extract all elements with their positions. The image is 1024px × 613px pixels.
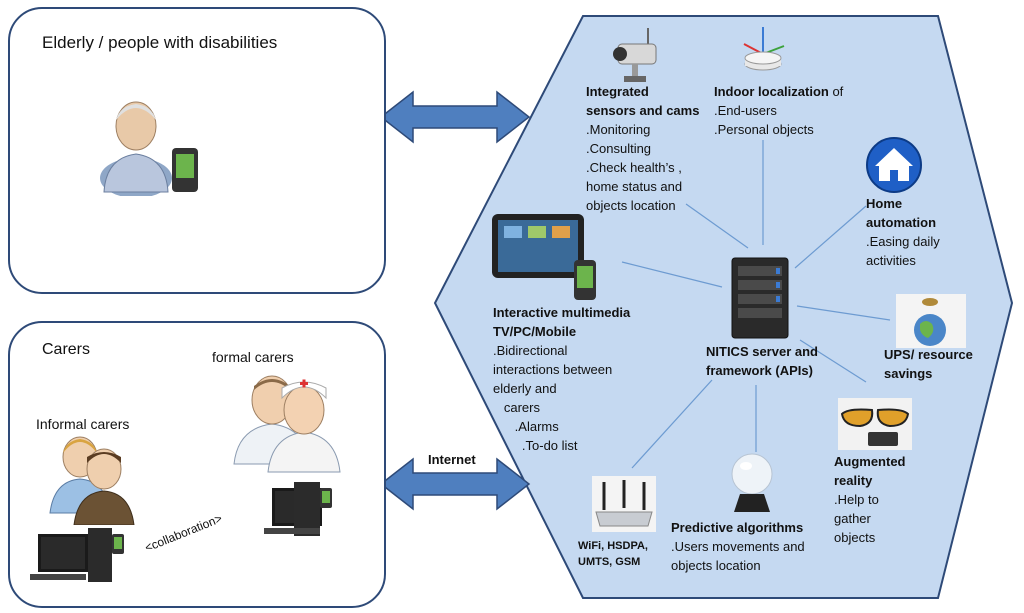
multimedia-block: Interactive multimedia TV/PC/Mobile .Bid… (493, 303, 630, 455)
formal-pc-icon (264, 482, 332, 536)
multimedia-item: .Alarms (493, 419, 559, 434)
tablet-icon (492, 214, 596, 300)
hub-spokes (621, 140, 891, 469)
home-item: activities (866, 253, 916, 268)
localization-title: Indoor localization (714, 84, 829, 99)
sensors-item: .Monitoring (586, 122, 651, 137)
server-label: NITICS server and framework (APIs) (706, 342, 818, 380)
localization-block: Indoor localization of .End-users .Perso… (714, 82, 843, 139)
sensors-item: home status and (586, 179, 683, 194)
multimedia-title-2: TV/PC/Mobile (493, 324, 577, 339)
elderly-title: Elderly / people with disabilities (42, 33, 278, 52)
predictive-item: objects location (671, 558, 761, 573)
formal-carers-icon (233, 375, 341, 473)
wifi-label-2: UMTS, GSM (578, 556, 641, 568)
ups-title-1: UPS/ resource (884, 347, 973, 362)
predictive-item: .Users movements and (671, 539, 805, 554)
elderly-user-icon (100, 101, 198, 196)
server-label-1: NITICS server and (706, 344, 818, 359)
ar-title-2: reality (834, 473, 873, 488)
home-title-2: automation (866, 215, 937, 230)
wifi-label-1: WiFi, HSDPA, (578, 540, 648, 552)
sensors-title-1: Integrated (586, 84, 649, 99)
double-arrow-top (379, 90, 531, 144)
ups-block: UPS/ resource savings (884, 345, 973, 383)
server-label-2: framework (APIs) (706, 363, 813, 378)
double-arrow-internet (379, 457, 531, 511)
ar-item: objects (834, 530, 876, 545)
sensors-item: objects location (586, 198, 676, 213)
multimedia-item: .Bidirectional (493, 343, 568, 358)
formal-carers-label: formal carers (212, 349, 294, 365)
multimedia-title-1: Interactive multimedia (493, 305, 631, 320)
home-title-1: Home (866, 196, 903, 211)
sensors-block: Integrated sensors and cams .Monitoring … (586, 82, 699, 215)
home-icon (866, 137, 922, 193)
ups-title-2: savings (884, 366, 933, 381)
predictive-title: Predictive algorithms (671, 520, 804, 535)
ar-title-1: Augmented (834, 454, 906, 469)
informal-carers-icon (49, 436, 135, 525)
multimedia-item: .To-do list (493, 438, 578, 453)
multimedia-item: interactions between (493, 362, 613, 377)
sensors-item: .Check health’s , (586, 160, 682, 175)
server-icon (731, 257, 789, 339)
localization-item: .Personal objects (714, 122, 814, 137)
localization-suffix: of (828, 84, 844, 99)
informal-carers-label: Informal carers (36, 416, 130, 432)
crystal-ball-icon (731, 453, 773, 512)
ar-glasses-icon (838, 398, 912, 450)
home-automation-block: Home automation .Easing daily activities (866, 194, 940, 270)
wifi-router-icon (592, 476, 656, 532)
informal-pc-icon (30, 528, 124, 582)
ar-item: .Help to (834, 492, 879, 507)
globe-coin-icon (896, 294, 966, 348)
sensors-title-2: sensors and cams (586, 103, 700, 118)
camera-icon (613, 28, 657, 82)
localization-icon (743, 27, 785, 71)
home-item: .Easing daily (866, 234, 940, 249)
ar-item: gather (834, 511, 871, 526)
carers-title: Carers (42, 341, 91, 358)
localization-item: .End-users (714, 103, 777, 118)
predictive-block: Predictive algorithms .Users movements a… (671, 518, 805, 575)
wifi-block: WiFi, HSDPA, UMTS, GSM (578, 538, 648, 570)
ar-block: Augmented reality .Help to gather object… (834, 452, 906, 547)
multimedia-item: carers (493, 400, 540, 415)
internet-label: Internet (428, 452, 476, 467)
multimedia-item: elderly and (493, 381, 557, 396)
sensors-item: .Consulting (586, 141, 652, 156)
